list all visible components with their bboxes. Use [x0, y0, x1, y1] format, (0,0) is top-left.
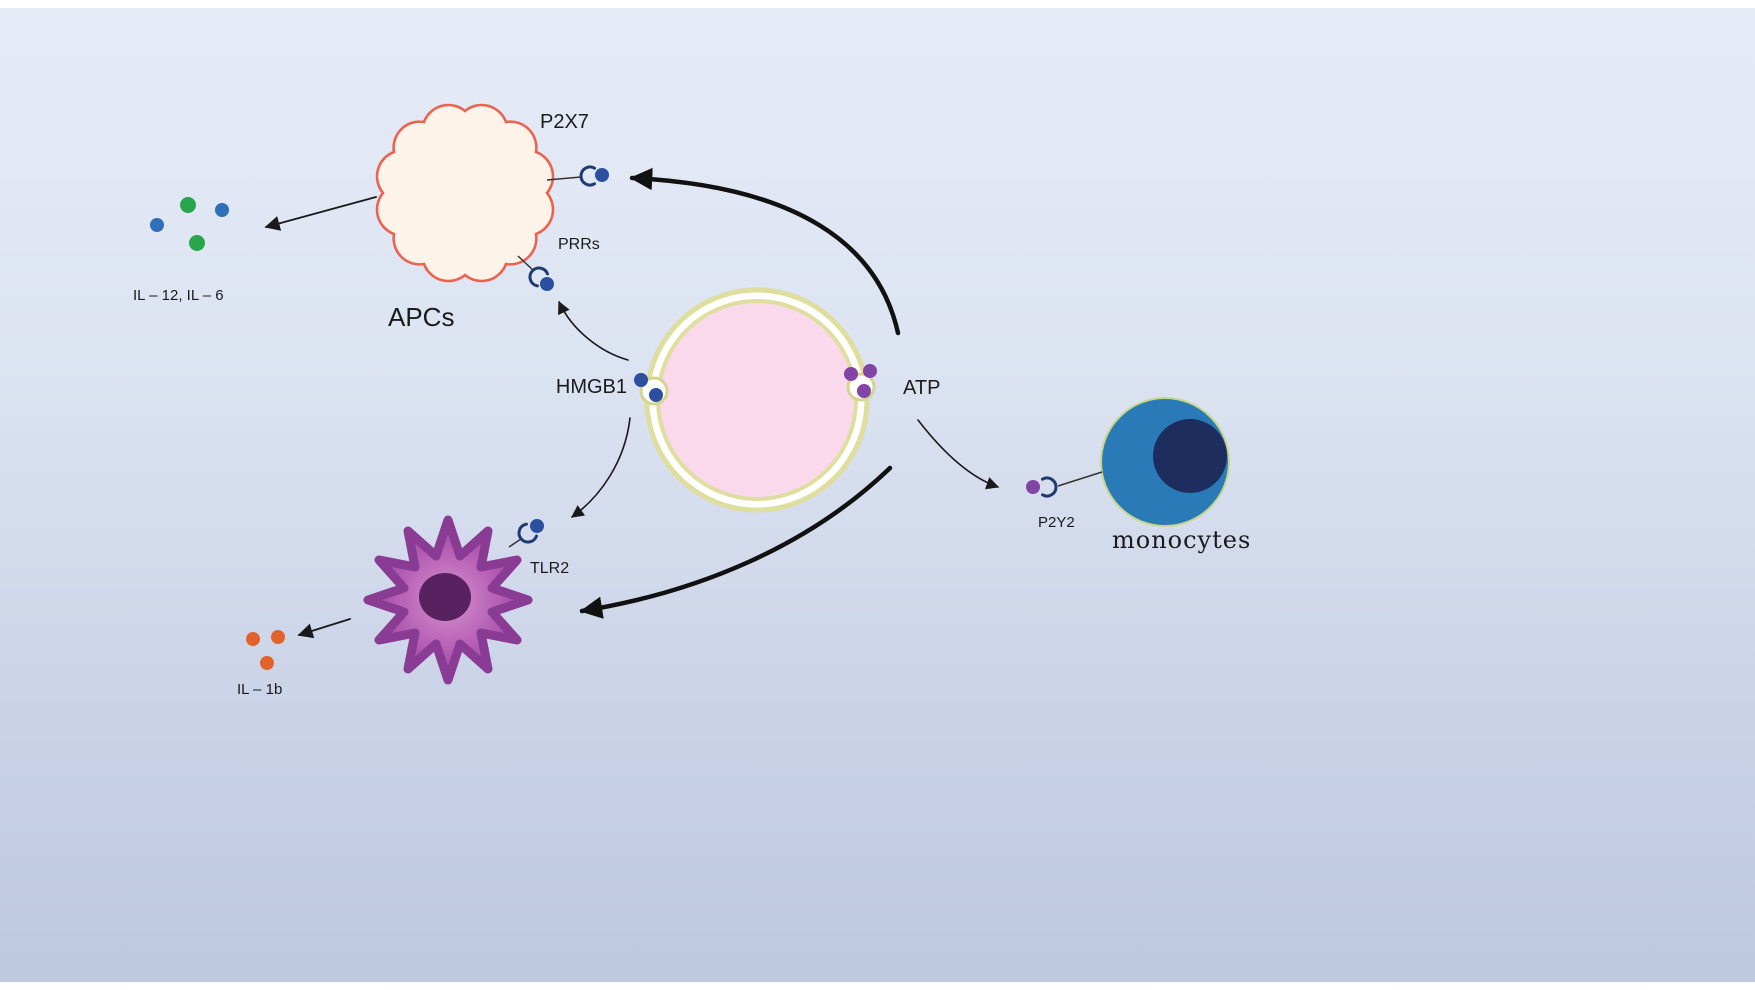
arrow-atp-to-dendritic	[579, 465, 893, 619]
tumor-cytoplasm	[656, 299, 858, 501]
bottom-white-strip	[0, 982, 1755, 990]
il1b-dot	[246, 632, 260, 646]
arrow-apc-to-cytokines	[264, 196, 377, 231]
atp-dot	[857, 384, 871, 398]
arrow-atp-to-p2x7	[629, 167, 901, 336]
tlr2-ligand-dot	[530, 519, 544, 533]
label-il12-il6: IL – 12, IL – 6	[133, 287, 224, 304]
arrow-atp-to-p2y2	[917, 419, 1000, 490]
apc-cell	[375, 103, 555, 283]
monocyte-nucleus	[1153, 419, 1227, 493]
il12-dot	[215, 203, 229, 217]
p2x7-ligand-dot	[595, 168, 609, 182]
atp-dot	[863, 364, 877, 378]
hmgb1-dot	[649, 388, 663, 402]
apc-membrane	[375, 103, 555, 283]
tlr2-stem	[508, 538, 522, 548]
label-hmgb1: HMGB1	[556, 376, 627, 398]
label-prrs: PRRs	[558, 236, 600, 253]
receptor-p2x7	[546, 165, 609, 187]
receptor-prrs	[517, 255, 554, 291]
prrs-crescent-icon	[528, 266, 549, 288]
arrow-hmgb1-to-prrs	[558, 300, 629, 361]
prrs-stem	[517, 255, 535, 272]
label-il1b: IL – 1b	[237, 681, 282, 698]
atp-molecules	[844, 364, 877, 398]
il1b-dot	[271, 630, 285, 644]
arrow-hmgb1-to-tlr2	[570, 417, 631, 518]
label-tlr2: TLR2	[530, 560, 569, 577]
cytokines-il1b	[246, 630, 285, 670]
p2y2-crescent-icon	[1041, 476, 1058, 498]
label-p2x7: P2X7	[540, 111, 589, 133]
label-apcs: APCs	[388, 302, 454, 332]
label-monocytes: monocytes	[1112, 526, 1251, 554]
receptor-tlr2	[508, 519, 544, 548]
hmgb1-dot	[634, 373, 648, 387]
monocyte-cell	[1100, 397, 1230, 527]
p2x7-stem	[546, 176, 582, 181]
il12-dot	[150, 218, 164, 232]
tumor-cell	[639, 287, 876, 513]
hmgb1-molecules	[634, 373, 663, 402]
cytokines-il12-il6	[150, 197, 229, 251]
il6-dot	[189, 235, 205, 251]
receptor-p2y2	[1026, 471, 1103, 498]
dendritic-nucleus	[419, 573, 471, 621]
p2y2-stem	[1057, 471, 1103, 487]
prrs-ligand-dot	[540, 277, 554, 291]
label-p2y2: P2Y2	[1038, 514, 1075, 531]
top-white-strip	[0, 0, 1755, 8]
il1b-dot	[260, 656, 274, 670]
p2x7-crescent-icon	[579, 165, 596, 187]
atp-dot	[844, 367, 858, 381]
tlr2-crescent-icon	[517, 522, 538, 544]
dendritic-cell	[363, 515, 533, 685]
label-atp: ATP	[903, 377, 940, 399]
arrow-dendritic-to-il1b	[297, 618, 351, 639]
il6-dot	[180, 197, 196, 213]
p2y2-ligand-dot	[1026, 480, 1040, 494]
